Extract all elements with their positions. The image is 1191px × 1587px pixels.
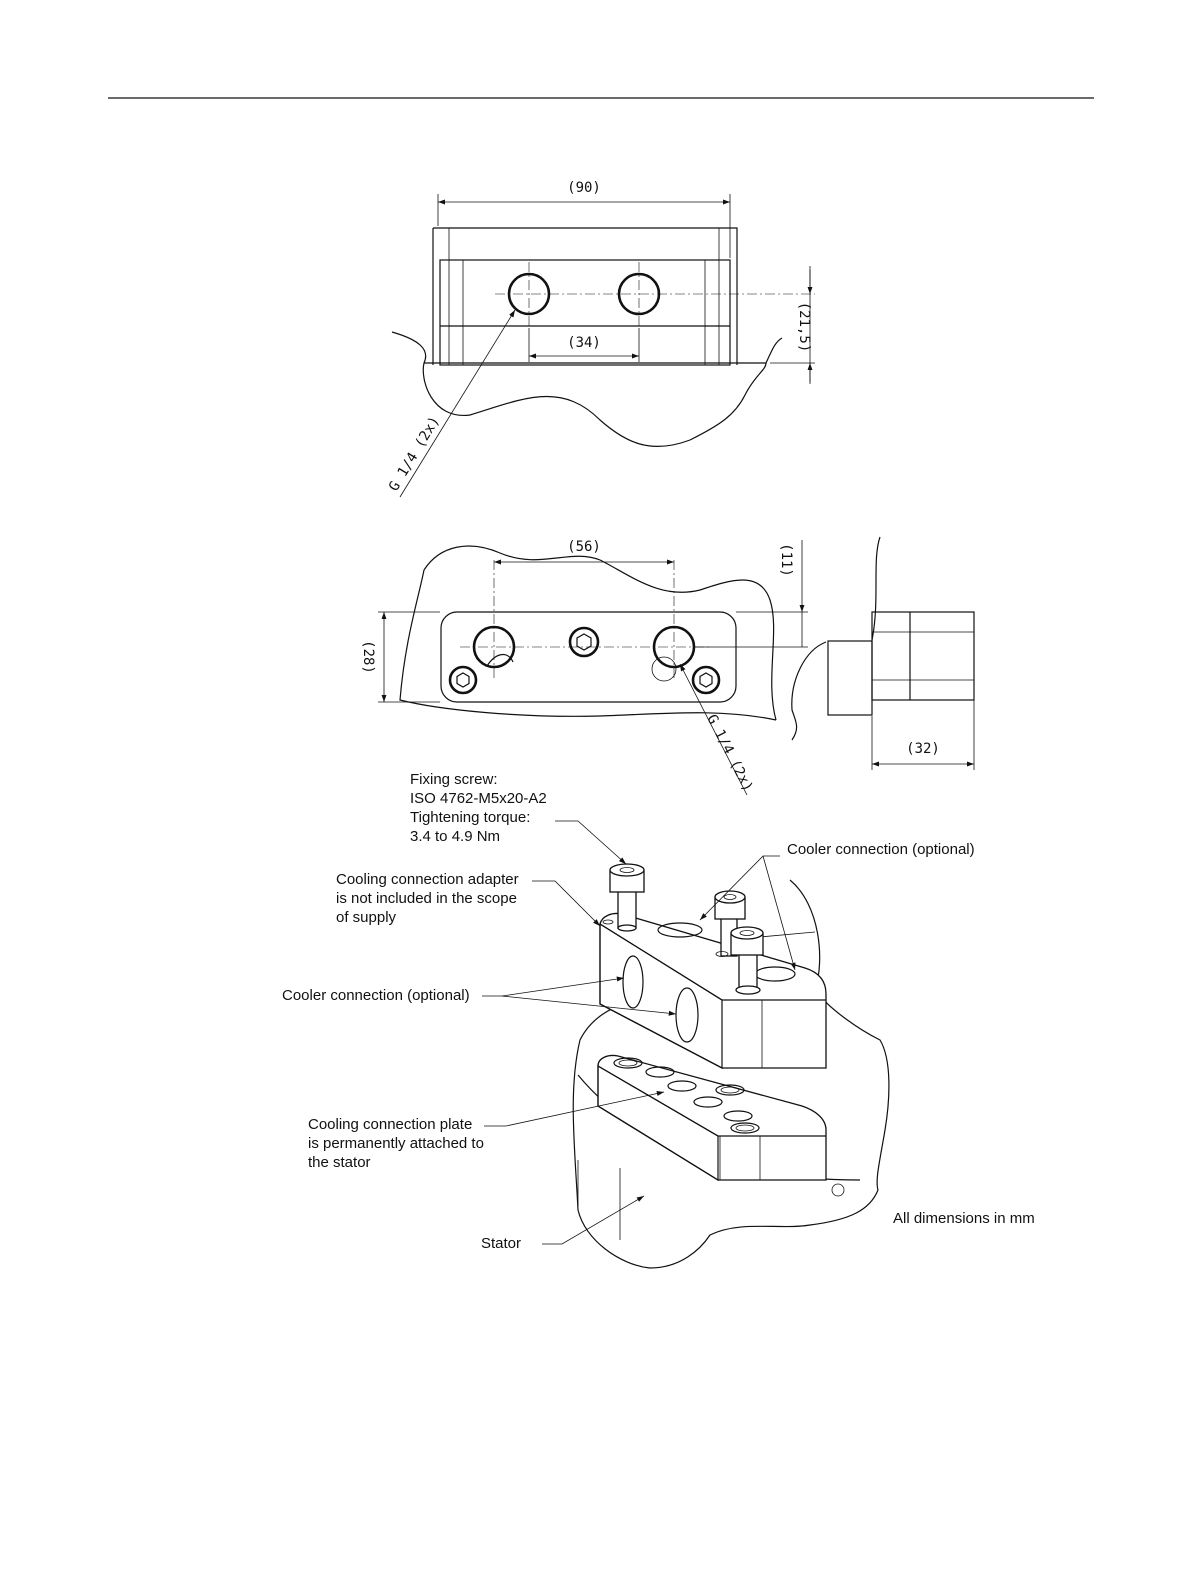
adapter-note-line: is not included in the scope — [336, 890, 517, 907]
fixing-screw-rear — [730, 926, 764, 995]
cooler-connection-top-label: Cooler connection (optional) — [787, 841, 975, 858]
adapter-note-label: Cooling connection adapter is not includ… — [336, 871, 523, 926]
fixing-screw-line: Tightening torque: — [410, 809, 530, 826]
adapter-note-line: of supply — [336, 909, 397, 926]
fixing-screw-label: Fixing screw: ISO 4762-M5x20-A2 Tighteni… — [410, 771, 551, 845]
fixing-screw-line: Fixing screw: — [410, 771, 498, 788]
dim-width-top: (90) — [567, 180, 601, 196]
plate-note-line: is permanently attached to — [308, 1135, 484, 1152]
plate-note-line: the stator — [308, 1154, 371, 1171]
plate-note-label: Cooling connection plate is permanently … — [308, 1116, 488, 1171]
plate-note-line: Cooling connection plate — [308, 1116, 472, 1133]
isometric-view: Fixing screw: ISO 4762-M5x20-A2 Tighteni… — [282, 771, 1035, 1269]
bottom-view: (56) (28) (11) G 1/4 (2x) (32) — [360, 536, 975, 796]
dim-height-bottom: (28) — [360, 640, 376, 674]
thread-label-bottom: G 1/4 (2x) — [703, 712, 756, 794]
thread-label-top: G 1/4 (2x) — [386, 414, 443, 494]
fixing-screw-front — [602, 863, 645, 932]
dim-hole-spacing-bottom: (56) — [567, 539, 601, 555]
units-note: All dimensions in mm — [893, 1210, 1035, 1227]
dim-hole-spacing-top: (34) — [567, 335, 601, 351]
fixing-screw-middle — [714, 890, 746, 957]
top-view: (90) (34) (21,5) G 1/4 (2x) — [386, 180, 815, 498]
dim-offset-bottom: (11) — [778, 543, 794, 577]
fixing-screw-line: 3.4 to 4.9 Nm — [410, 828, 500, 845]
dim-height-top: (21,5) — [796, 302, 812, 353]
fixing-screw-line: ISO 4762-M5x20-A2 — [410, 790, 547, 807]
stator-label: Stator — [481, 1235, 521, 1252]
cooler-connection-left-label: Cooler connection (optional) — [282, 987, 470, 1004]
dim-side-depth: (32) — [906, 741, 940, 757]
adapter-note-line: Cooling connection adapter — [336, 871, 519, 888]
